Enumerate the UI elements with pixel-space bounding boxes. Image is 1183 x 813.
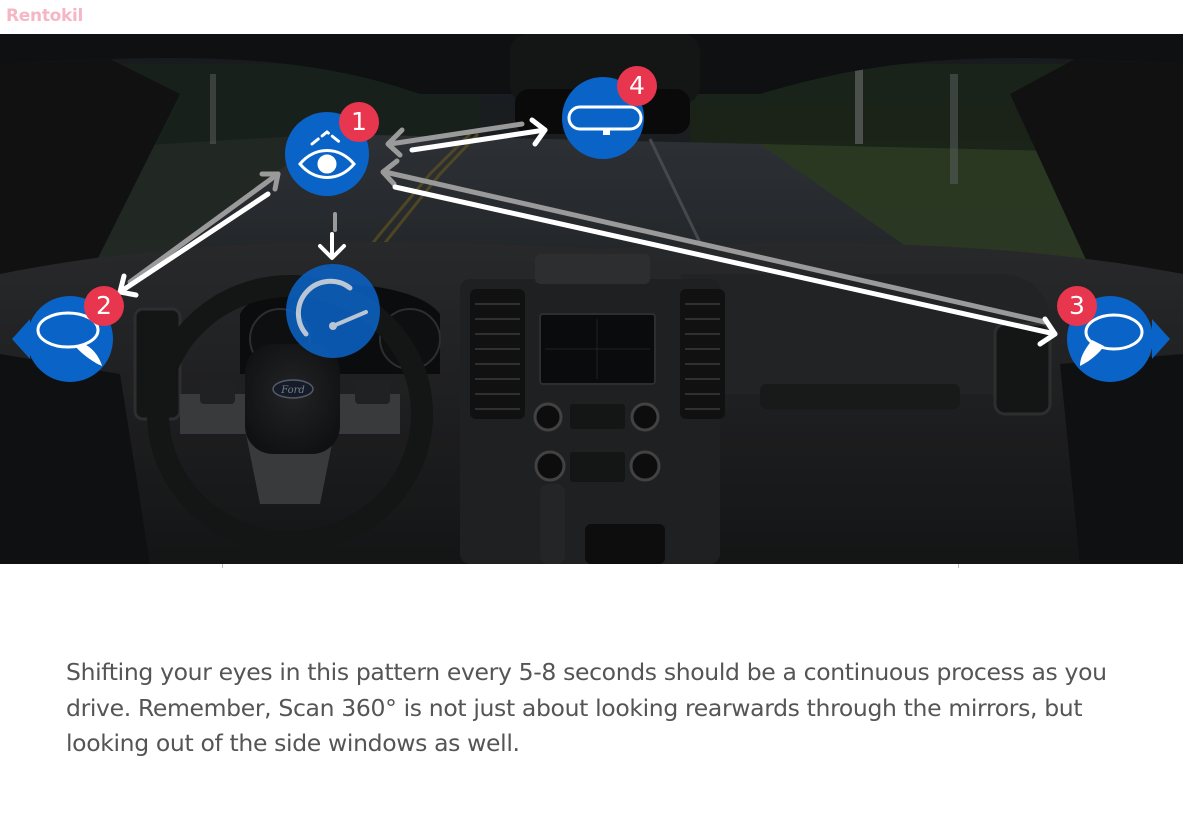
center-console (460, 254, 725, 564)
caption-paragraph: Shifting your eyes in this pattern every… (66, 658, 1107, 757)
marker-3-badge: 3 (1057, 286, 1097, 326)
ford-logo: Ford (280, 385, 305, 396)
marker-1-badge: 1 (339, 102, 379, 142)
steering-wheel: Ford (147, 275, 433, 553)
scan-360-illustration: Ford (0, 34, 1183, 564)
rearview-mirror-icon (567, 105, 643, 131)
cabin-scene: Ford (0, 34, 1183, 564)
tick (958, 564, 959, 568)
marker-2-badge: 2 (84, 286, 124, 326)
left-mirror-icon (36, 311, 102, 366)
right-mirror-icon (1080, 313, 1144, 366)
eye-scan-icon (298, 130, 356, 179)
speedometer-icon (295, 278, 353, 337)
tick (222, 564, 223, 568)
speedometer-marker (286, 264, 380, 358)
marker-4-badge: 4 (617, 66, 657, 106)
header: Rentokil (0, 0, 1183, 34)
image-frame-ticks (0, 564, 1183, 568)
rentokil-logo[interactable]: Rentokil (6, 6, 84, 26)
scan-pattern-arrows (117, 117, 1058, 347)
